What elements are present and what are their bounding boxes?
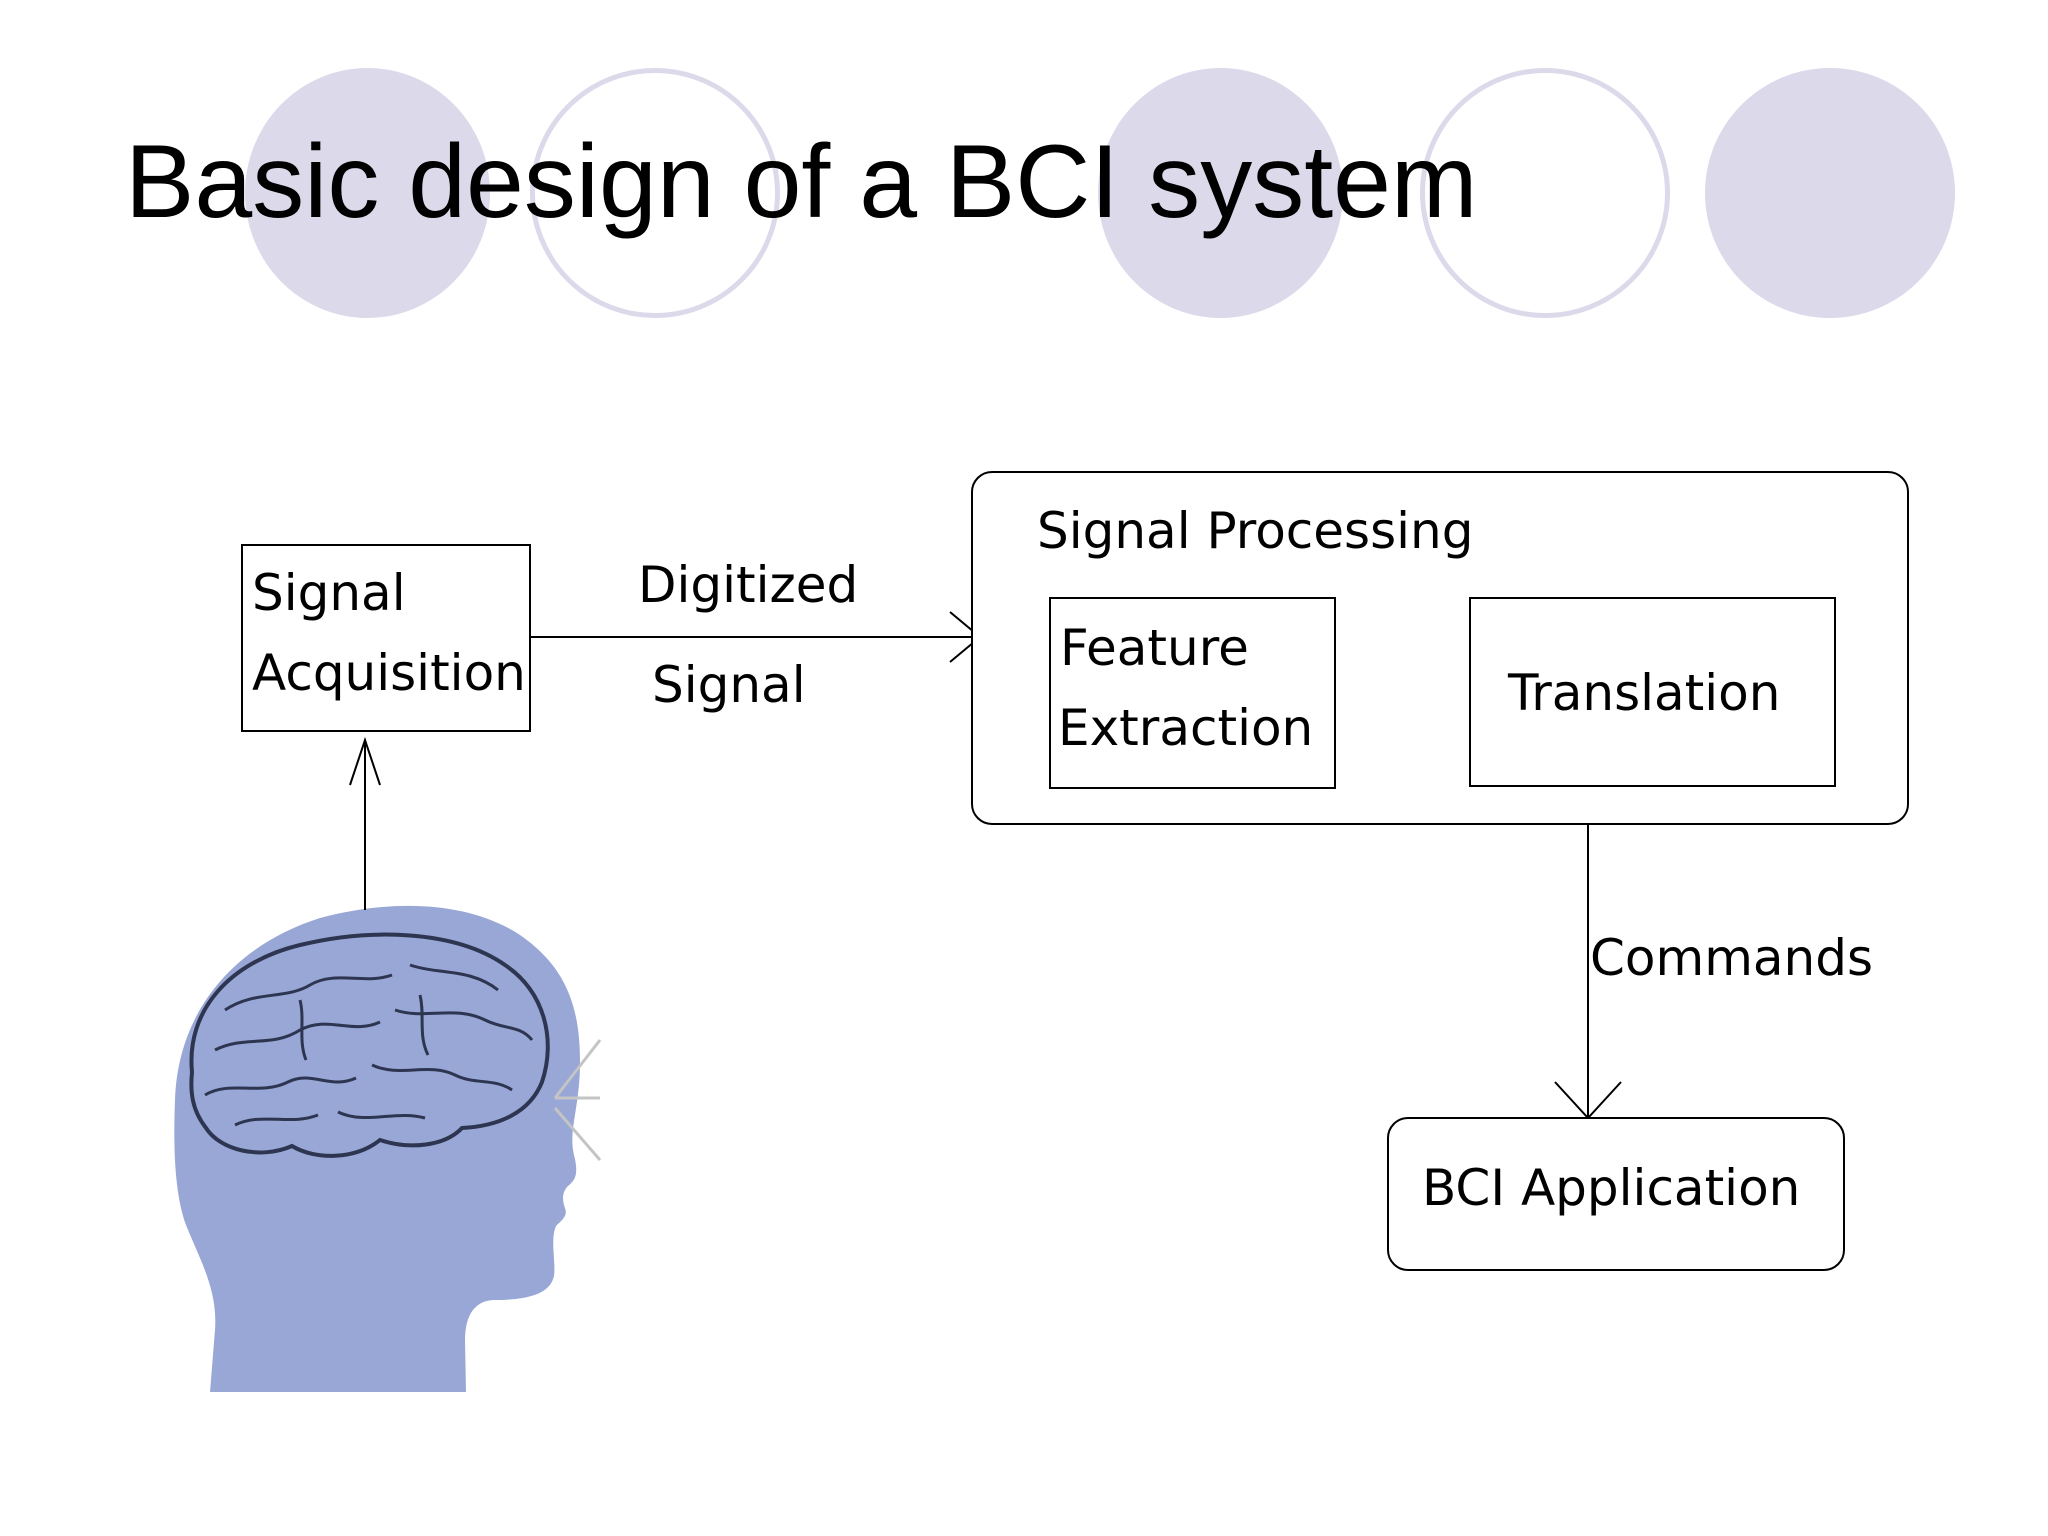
signal-acquisition-line2: Acquisition — [252, 644, 526, 702]
brain-to-acquisition-arrowhead — [349, 736, 381, 786]
feature-extraction-line1: Feature — [1060, 619, 1249, 677]
translation-box — [1469, 597, 1836, 787]
digitized-signal-line1: Digitized — [638, 556, 858, 614]
brain-outline — [189, 932, 550, 1158]
decor-circle-3 — [1098, 68, 1343, 318]
decor-circle-1 — [245, 68, 490, 318]
feature-extraction-line2: Extraction — [1058, 699, 1313, 757]
commands-label: Commands — [1590, 929, 1873, 987]
bci-application-box — [1387, 1117, 1845, 1271]
decor-circle-2 — [530, 68, 780, 318]
digitized-signal-line2: Signal — [652, 656, 806, 714]
bci-application-label: BCI Application — [1422, 1159, 1800, 1217]
head-silhouette — [174, 905, 581, 1392]
slide-title: Basic design of a BCI system — [125, 124, 1478, 240]
translation-label: Translation — [1507, 664, 1780, 722]
signal-acquisition-line1: Signal — [252, 564, 406, 622]
sense-rays — [553, 1039, 602, 1161]
decor-circle-5 — [1705, 68, 1955, 318]
head-illustration — [174, 905, 602, 1392]
decor-circle-4 — [1420, 68, 1670, 318]
signal-processing-label: Signal Processing — [1037, 502, 1473, 560]
brain-folds — [204, 963, 534, 1127]
feature-extraction-box — [1049, 597, 1336, 789]
signal-acquisition-box — [241, 544, 531, 732]
